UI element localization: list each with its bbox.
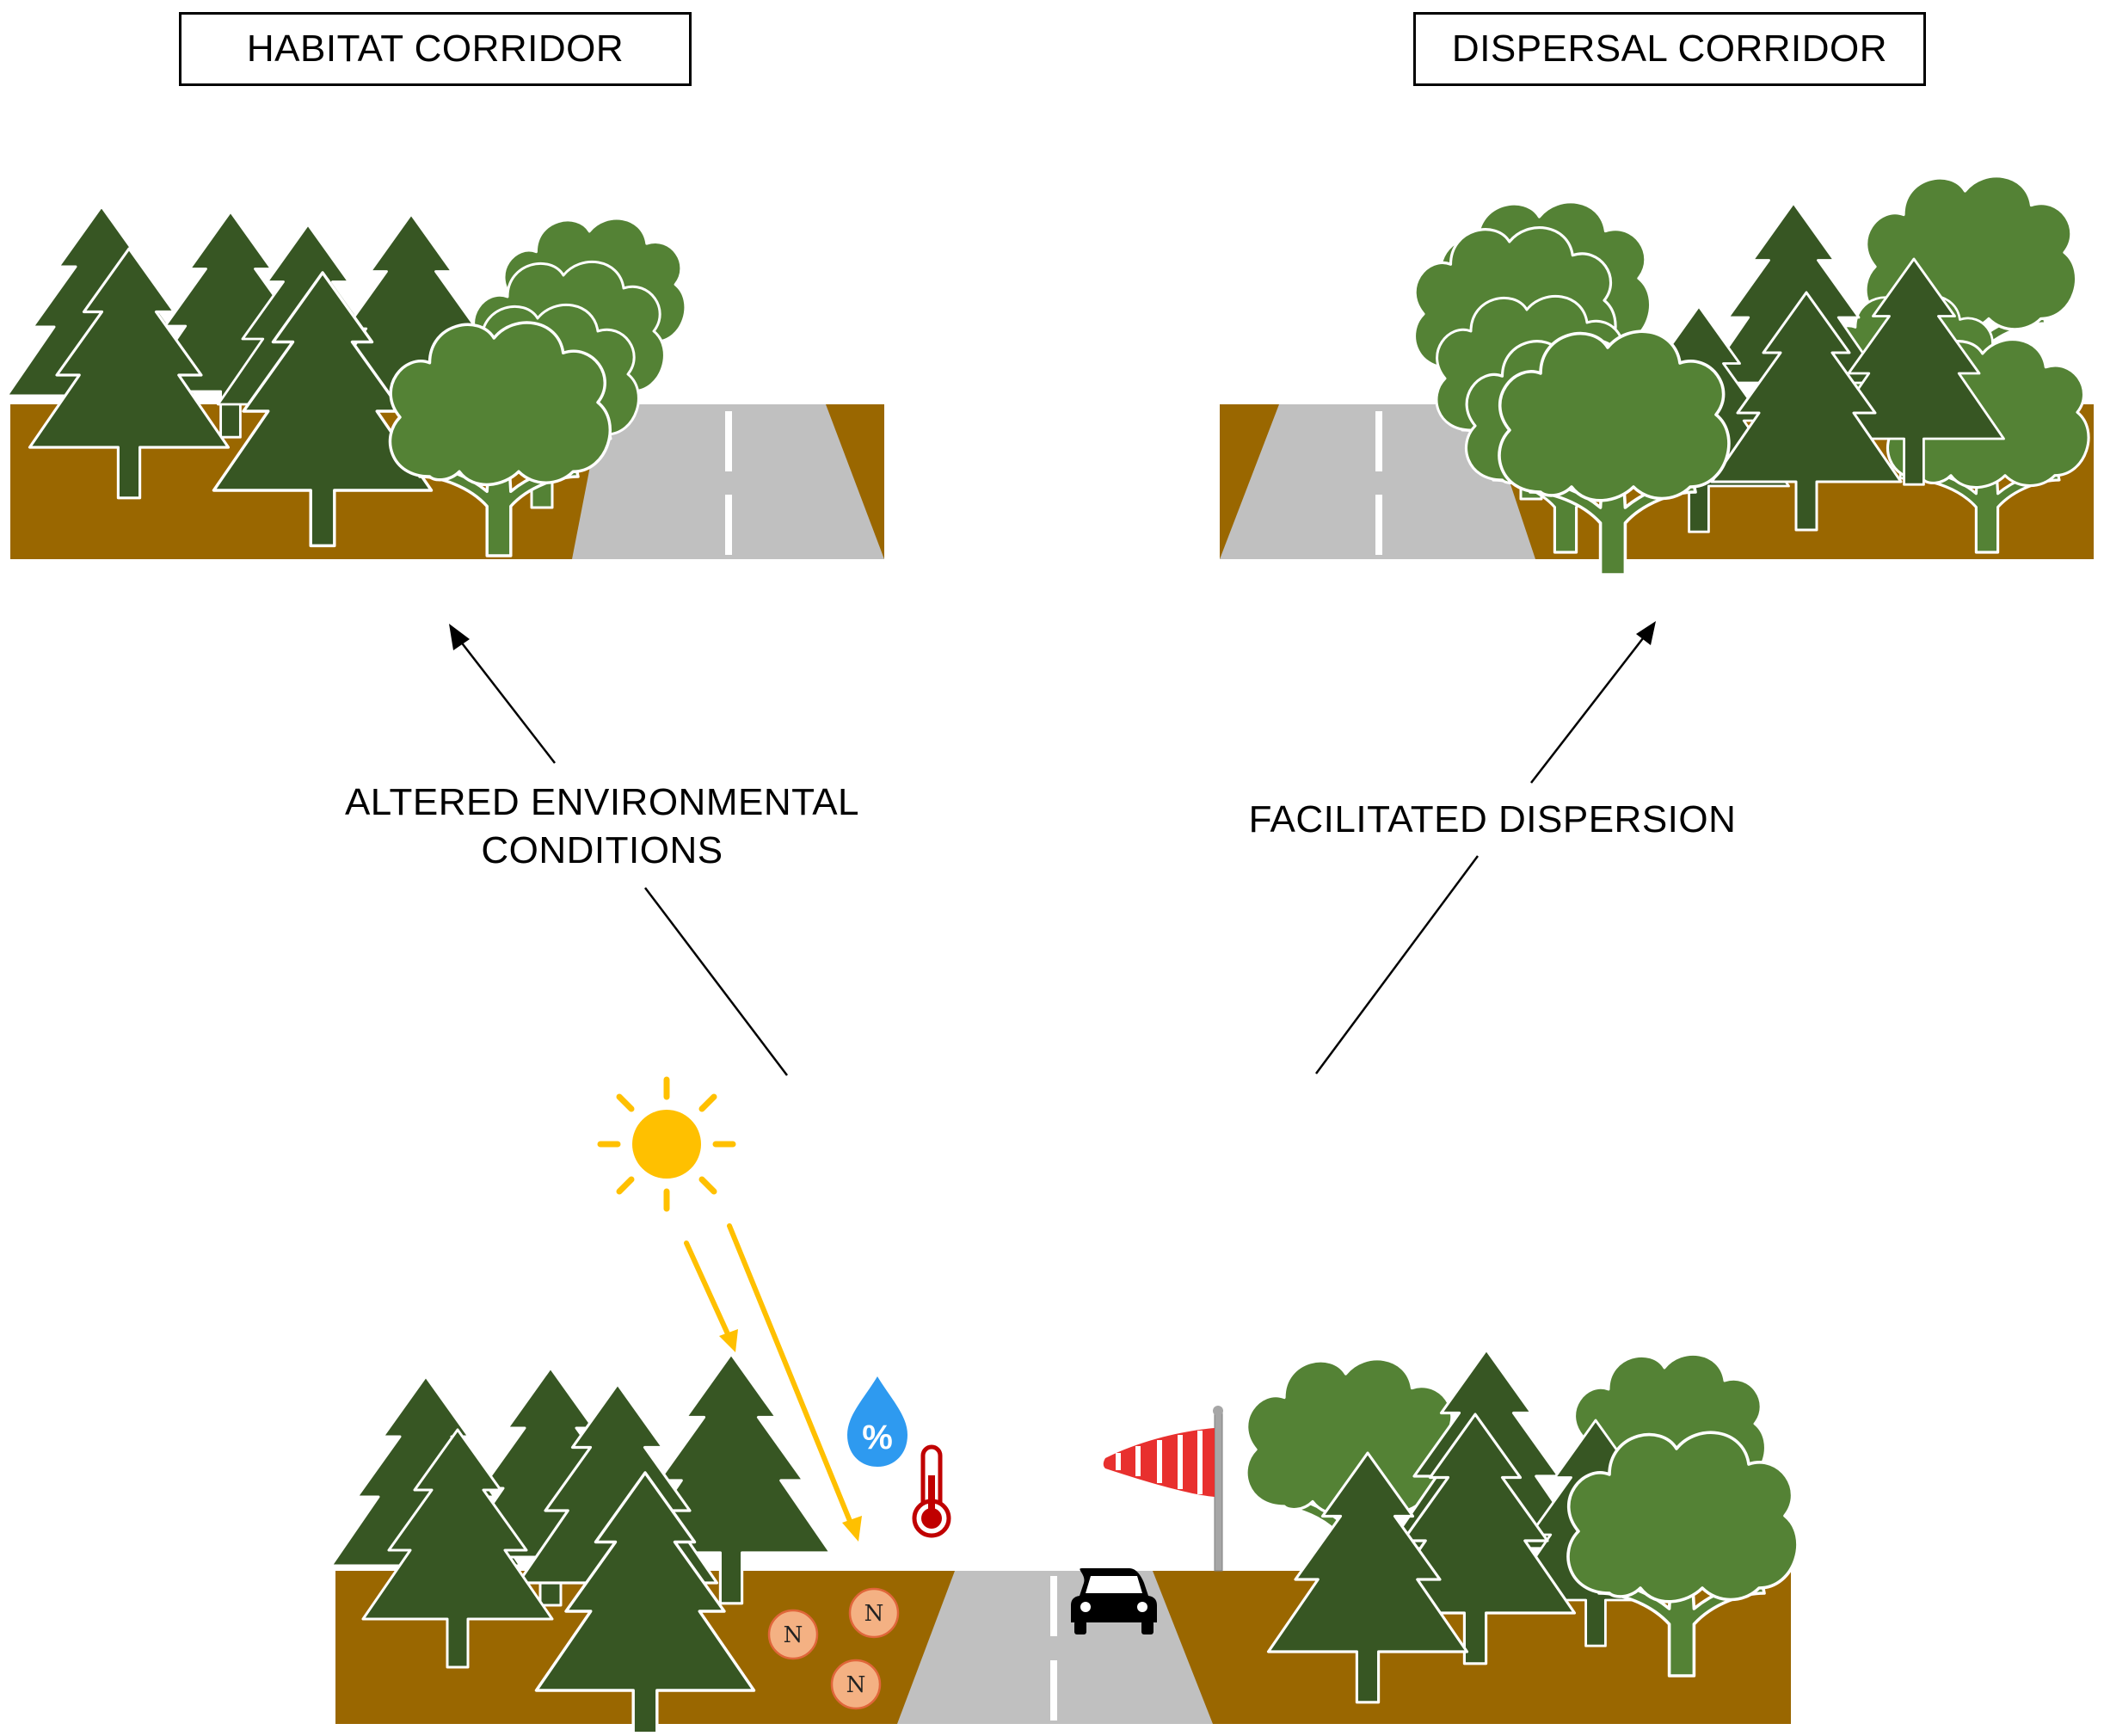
altered-caption-line1: ALTERED ENVIRONMENTAL — [344, 781, 860, 823]
nutrient-symbol: N — [846, 1672, 866, 1698]
windsock-icon — [1103, 1406, 1223, 1572]
road-marking — [725, 495, 732, 555]
facilitated-dispersion-caption: FACILITATED DISPERSION — [1248, 798, 1737, 840]
habitat-corridor-label: HABITAT CORRIDOR — [179, 12, 692, 86]
road-marking — [1050, 1576, 1057, 1636]
nitrogen-icon: N — [767, 1609, 819, 1660]
sun-icon — [597, 1076, 736, 1212]
road-surface — [572, 404, 884, 559]
altered-conditions-caption: ALTERED ENVIRONMENTAL CONDITIONS — [310, 779, 895, 875]
arrow-to-habitat-upper — [459, 640, 556, 764]
arrowhead — [449, 624, 470, 650]
car-icon — [1071, 1568, 1157, 1634]
arrowhead — [1636, 621, 1656, 645]
road-marking — [1050, 1660, 1057, 1721]
road-marking — [1375, 495, 1382, 555]
road-marking — [725, 411, 732, 471]
altered-caption-line2: CONDITIONS — [481, 829, 723, 871]
roadside-scene: N N N % — [329, 1348, 1799, 1736]
thermometer-icon — [912, 1444, 951, 1538]
connector-arrows — [449, 621, 1656, 1076]
humidity-drop-icon: % — [847, 1376, 907, 1467]
dispersal-corridor-scene — [1220, 175, 2094, 576]
arrow-to-dispersal-upper — [1530, 637, 1644, 784]
road-marking — [1375, 411, 1382, 471]
nutrient-symbol: N — [784, 1622, 803, 1648]
dispersal-corridor-label: DISPERSAL CORRIDOR — [1413, 12, 1926, 86]
humidity-symbol: % — [862, 1419, 893, 1456]
nitrogen-icon: N — [848, 1587, 900, 1639]
arrow-to-habitat-lower — [644, 887, 788, 1076]
nitrogen-nutrient-icons: N N N — [767, 1587, 900, 1710]
solar-radiation-arrows — [684, 1223, 862, 1542]
arrow-to-dispersal-lower — [1314, 855, 1480, 1074]
nutrient-symbol: N — [864, 1601, 884, 1627]
habitat-corridor-scene — [5, 205, 884, 559]
road-surface — [1220, 404, 1535, 559]
nitrogen-icon: N — [830, 1659, 882, 1710]
